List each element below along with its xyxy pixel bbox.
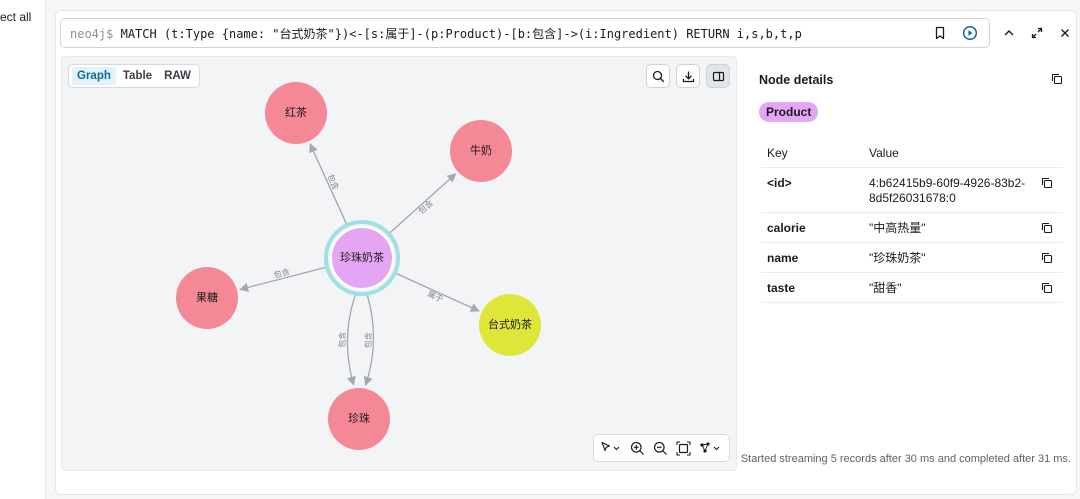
- value-header: Value: [869, 146, 899, 160]
- relationship-edge[interactable]: [363, 294, 375, 386]
- property-value[interactable]: 4:b62415b9-60f9-4926-83b2-8d5f26031678:0: [869, 176, 1026, 205]
- node-label-chip[interactable]: Product: [759, 102, 819, 122]
- node-circle[interactable]: [328, 388, 390, 450]
- left-rail: ect all: [0, 0, 46, 499]
- property-key: calorie: [767, 221, 806, 235]
- relationship-label: 包含: [326, 173, 342, 192]
- relationship-edge[interactable]: [395, 272, 480, 312]
- property-key: <id>: [767, 176, 792, 190]
- tab-graph[interactable]: Graph: [72, 67, 116, 85]
- search-icon[interactable]: [646, 64, 670, 88]
- zoom-out-icon[interactable]: [653, 438, 668, 458]
- node-circle[interactable]: [479, 294, 541, 356]
- graph-canvas[interactable]: 包含包含包含属于包含包含 珍珠奶茶红茶牛奶果糖台式奶茶珍珠 Graph Tabl…: [61, 56, 737, 471]
- property-row: taste "甜香": [761, 273, 1063, 303]
- graph-node-zhenzhu[interactable]: 珍珠: [328, 388, 390, 450]
- property-key: taste: [767, 281, 796, 295]
- select-all-label[interactable]: ect all: [0, 10, 32, 24]
- tab-raw[interactable]: RAW: [164, 70, 191, 82]
- run-icon[interactable]: [959, 22, 981, 44]
- key-header: Key: [767, 146, 788, 160]
- graph-node-center[interactable]: 珍珠奶茶: [324, 220, 400, 296]
- pointer-icon[interactable]: [600, 438, 622, 458]
- collapse-icon[interactable]: [998, 21, 1020, 45]
- node-circle[interactable]: [330, 226, 394, 290]
- copy-icon[interactable]: [1041, 168, 1063, 189]
- relationship-label: 属于: [426, 289, 444, 304]
- properties-table: Key Value <id> 4:b62415b9-60f9-4926-83b2-…: [761, 138, 1063, 303]
- panel-icon[interactable]: [706, 64, 730, 88]
- node-label: 果糖: [196, 290, 218, 304]
- graph-node-niunai[interactable]: 牛奶: [450, 120, 512, 182]
- query-cypher[interactable]: MATCH (t:Type {name: "台式奶茶"})<-[s:属于]-(p…: [120, 26, 802, 41]
- relationship-edge[interactable]: [346, 294, 356, 386]
- fit-icon[interactable]: [676, 438, 691, 458]
- details-title: Node details: [759, 73, 834, 87]
- copy-icon[interactable]: [1051, 73, 1063, 85]
- property-key: name: [767, 251, 799, 265]
- relationship-edge[interactable]: [239, 266, 327, 292]
- selection-ring: [324, 220, 400, 296]
- relationship-label: 包含: [416, 198, 435, 216]
- property-row: <id> 4:b62415b9-60f9-4926-83b2-8d5f260316…: [761, 168, 1063, 213]
- node-details-panel: Node details Product Key Value <id> 4:b62…: [741, 56, 1073, 471]
- graph-toolbar: [646, 64, 730, 88]
- property-value[interactable]: "甜香": [869, 281, 902, 295]
- view-tabs: Graph Table RAW: [68, 64, 200, 88]
- status-message: Started streaming 5 records after 30 ms …: [740, 453, 1071, 465]
- query-text[interactable]: neo4j$ MATCH (t:Type {name: "台式奶茶"})<-[s…: [61, 25, 929, 42]
- bookmark-icon[interactable]: [929, 22, 951, 44]
- query-prompt: neo4j$: [70, 26, 114, 41]
- expand-icon[interactable]: [1026, 21, 1048, 45]
- node-label: 珍珠: [348, 411, 370, 425]
- graph-node-taishi[interactable]: 台式奶茶: [479, 294, 541, 356]
- node-label: 红茶: [285, 106, 307, 119]
- node-label: 牛奶: [470, 143, 492, 157]
- copy-icon[interactable]: [1041, 273, 1063, 294]
- relationship-edge[interactable]: [389, 173, 457, 234]
- graph-bottom-toolbar: [593, 434, 730, 462]
- node-circle[interactable]: [450, 120, 512, 182]
- properties-header: Key Value: [761, 138, 1063, 168]
- result-frame: neo4j$ MATCH (t:Type {name: "台式奶茶"})<-[s…: [55, 10, 1077, 495]
- property-row: name "珍珠奶茶": [761, 243, 1063, 273]
- graph-node-hongcha[interactable]: 红茶: [265, 82, 327, 144]
- query-bar[interactable]: neo4j$ MATCH (t:Type {name: "台式奶茶"})<-[s…: [60, 18, 990, 48]
- tab-table[interactable]: Table: [122, 70, 153, 82]
- node-circle[interactable]: [176, 267, 238, 329]
- main-area: neo4j$ MATCH (t:Type {name: "台式奶茶"})<-[s…: [46, 0, 1080, 499]
- layout-icon[interactable]: [699, 438, 723, 458]
- node-label: 珍珠奶茶: [340, 250, 384, 264]
- relationship-edge[interactable]: [309, 143, 348, 225]
- relationship-label: 包含: [363, 332, 373, 348]
- relationship-label: 包含: [273, 266, 291, 280]
- property-row: calorie "中高热量": [761, 213, 1063, 243]
- graph-node-guotang[interactable]: 果糖: [176, 267, 238, 329]
- copy-icon[interactable]: [1041, 243, 1063, 264]
- relationship-label: 包含: [337, 332, 347, 348]
- copy-icon[interactable]: [1041, 213, 1063, 234]
- property-value[interactable]: "中高热量": [869, 221, 926, 235]
- node-label: 台式奶茶: [488, 317, 532, 331]
- node-circle[interactable]: [265, 82, 327, 144]
- frame-controls: [998, 21, 1076, 45]
- close-icon[interactable]: [1054, 21, 1076, 45]
- download-icon[interactable]: [676, 64, 700, 88]
- property-value[interactable]: "珍珠奶茶": [869, 251, 926, 265]
- zoom-in-icon[interactable]: [630, 438, 645, 458]
